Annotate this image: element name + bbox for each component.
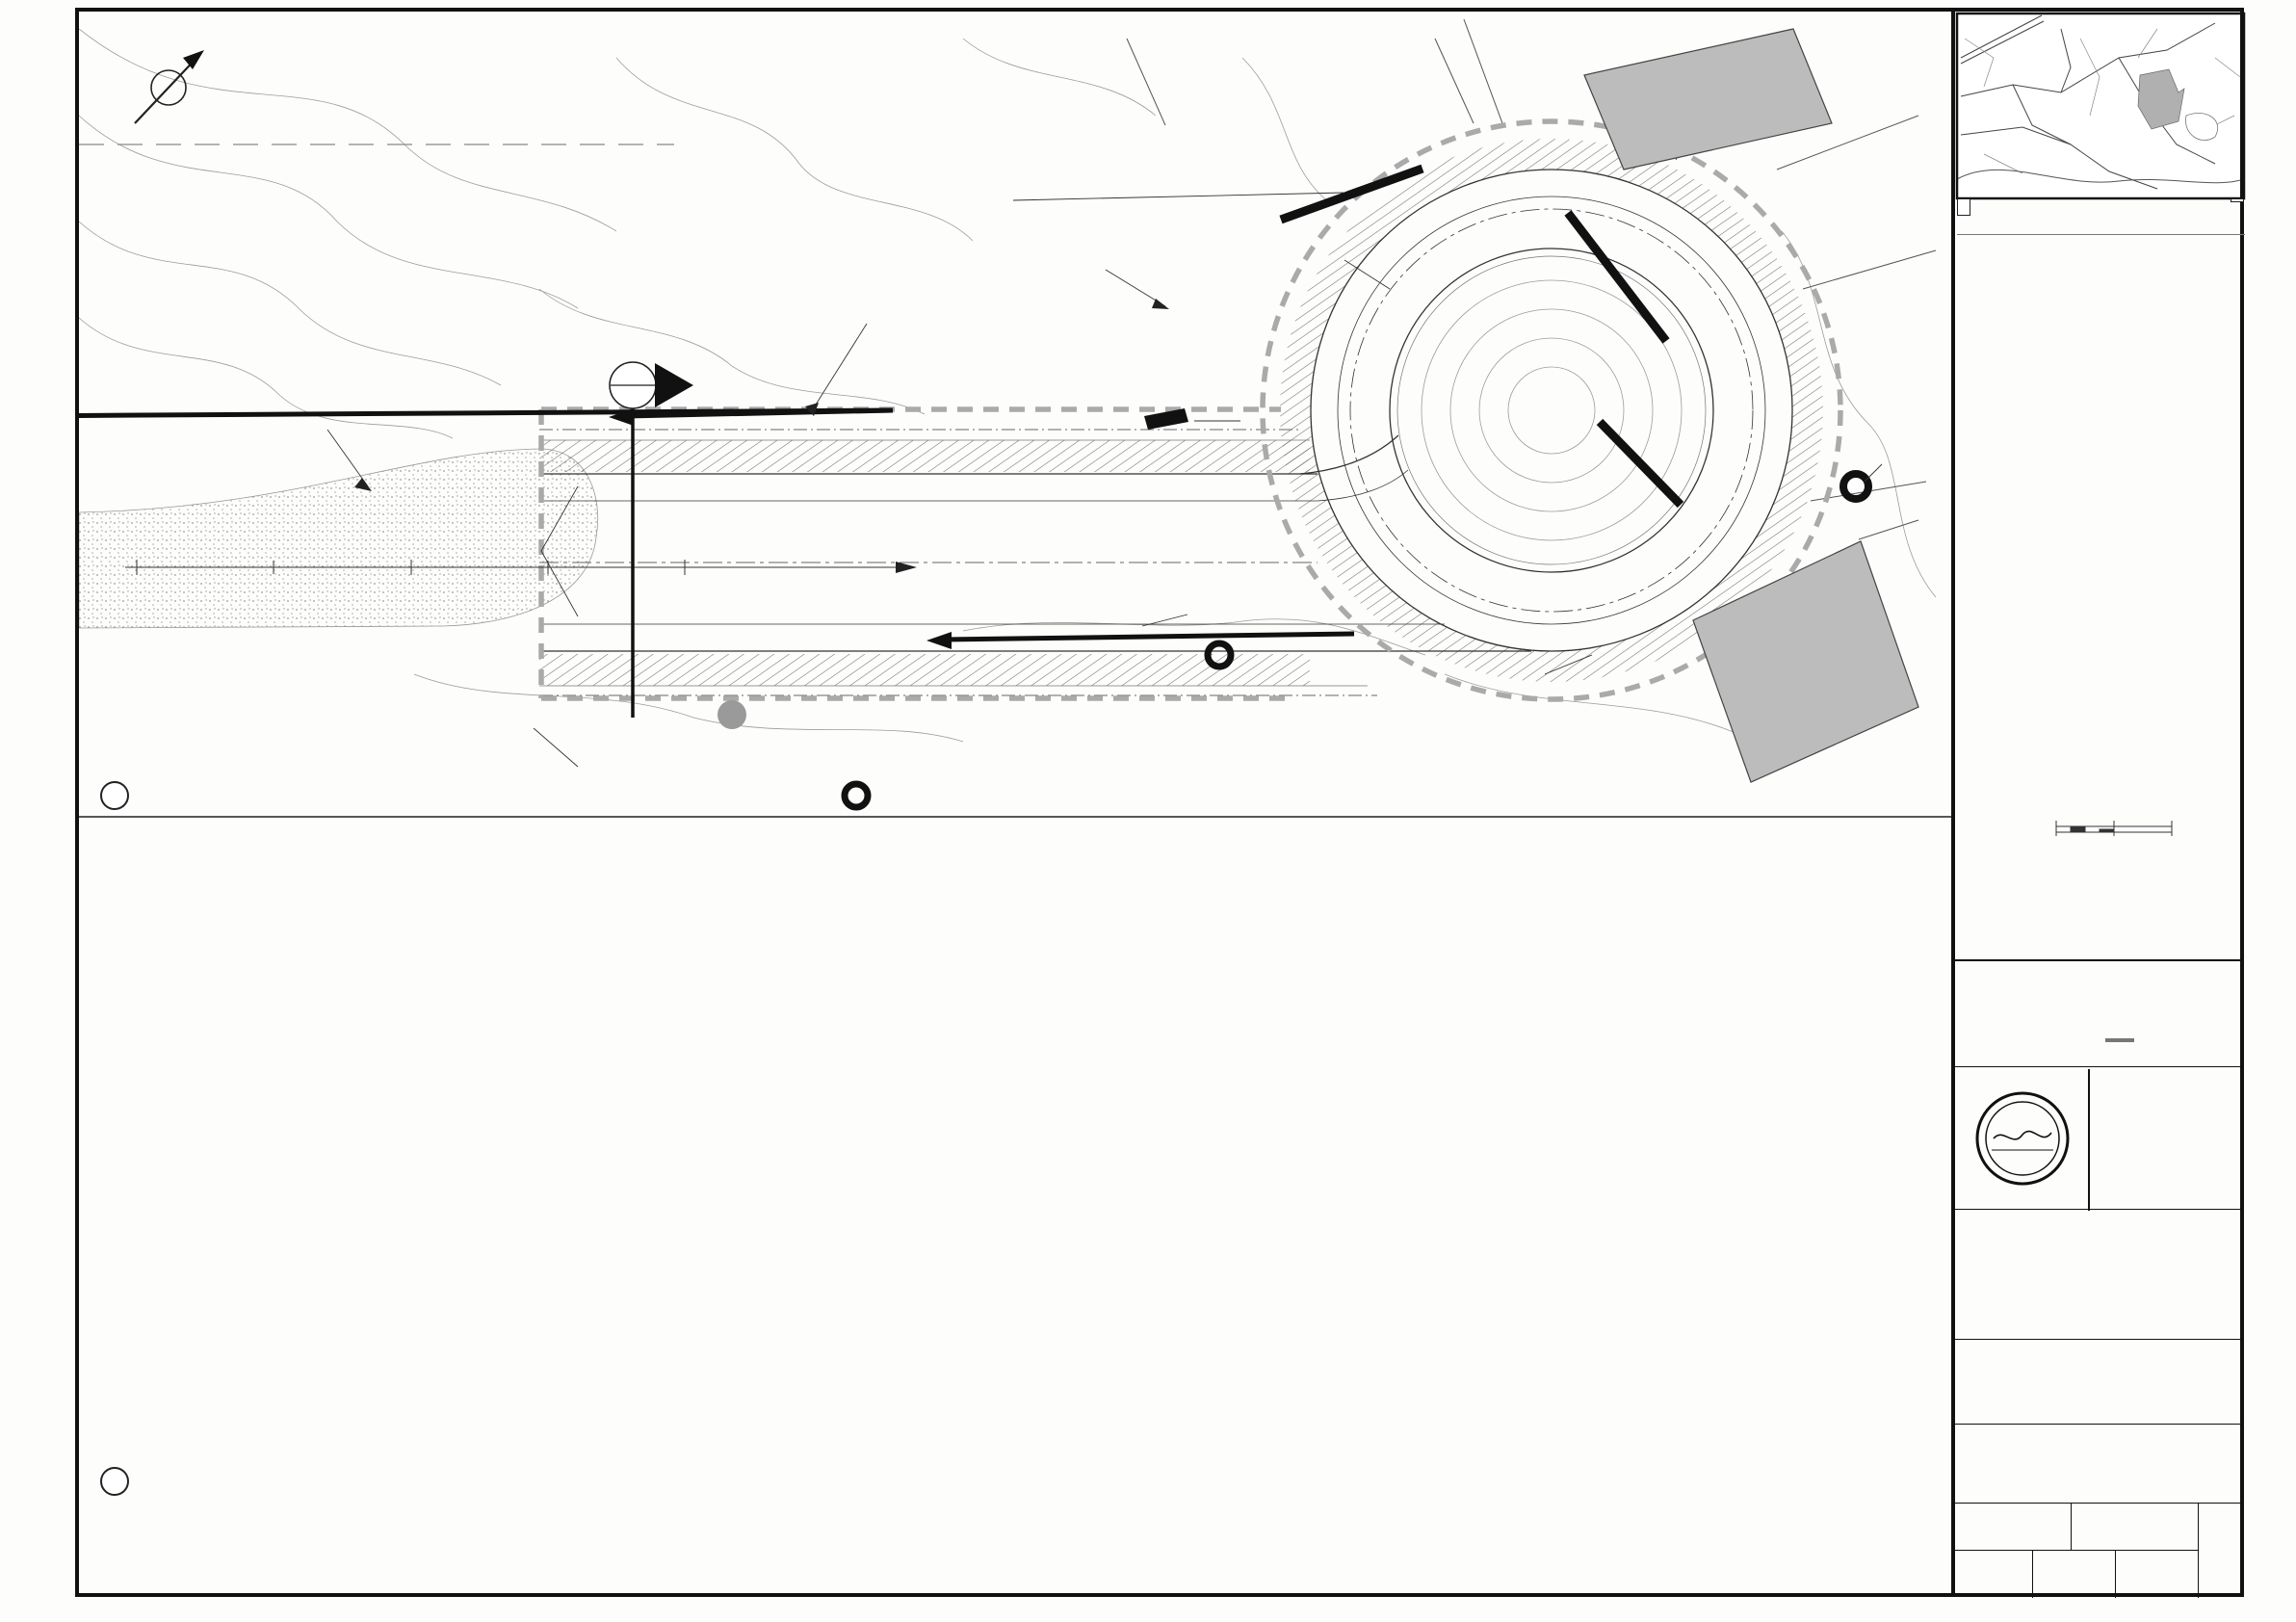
engineer-stamp	[1975, 1091, 2070, 1186]
divider	[2071, 1504, 2072, 1550]
bar-scale	[2055, 821, 2173, 836]
plan-geometry	[79, 18, 1937, 811]
stamp-divider	[2088, 1069, 2090, 1211]
project-block	[1953, 1339, 2244, 1424]
plan-title-bubble	[100, 781, 129, 810]
firm-block	[1953, 959, 2244, 1211]
sheet-border	[75, 8, 2244, 1597]
sheet-desc-block	[1953, 1424, 2244, 1503]
legend-table-single	[1957, 234, 2245, 235]
key-plan-scale	[2231, 198, 2244, 202]
formerly-bar	[2105, 1038, 2134, 1042]
key-plan-map	[1957, 13, 2244, 198]
profile-title-bubble	[100, 1467, 129, 1496]
scale-date-block	[1953, 1503, 2244, 1598]
panel-divider	[1951, 8, 1955, 1597]
client-block	[1953, 1209, 2244, 1339]
key-plan-titlebar	[1957, 198, 2244, 220]
divider	[1953, 1550, 2198, 1551]
divider	[2115, 1550, 2116, 1598]
divider	[2198, 1504, 2199, 1598]
key-plan-title	[1957, 198, 1970, 216]
divider	[2032, 1550, 2033, 1598]
